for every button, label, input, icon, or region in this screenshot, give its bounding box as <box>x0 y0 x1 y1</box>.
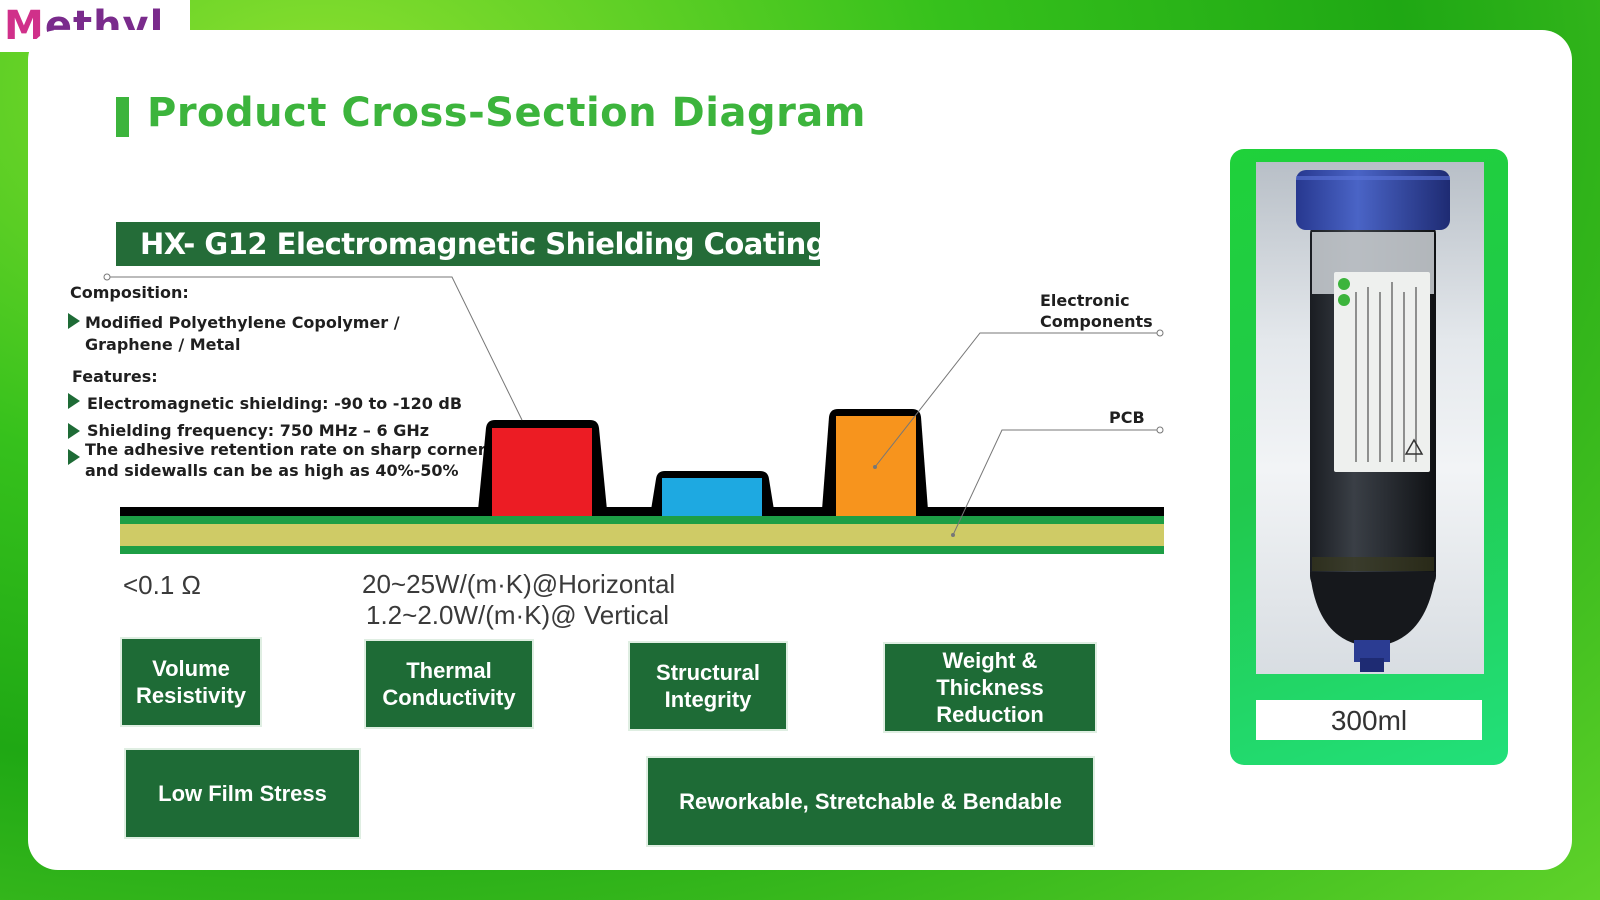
composition-heading: Composition: <box>70 283 189 302</box>
property-reworkable: Reworkable, Stretchable & Bendable <box>646 756 1095 847</box>
electronic-components-label-line-1: Electronic <box>1040 291 1130 310</box>
composition-line-2: Graphene / Metal <box>85 335 241 354</box>
bullet-triangle-icon <box>68 449 80 465</box>
thermal-value-horizontal: 20~25W/(m·K)@Horizontal <box>362 569 676 599</box>
feature-item-3-line-2: and sidewalls can be as high as 40%-50% <box>85 461 459 480</box>
feature-item-3-line-1: The adhesive retention rate on sharp cor… <box>85 440 496 459</box>
page-title: Product Cross-Section Diagram <box>147 90 866 136</box>
product-bottle-illustration <box>1296 170 1450 672</box>
feature-item-1: Electromagnetic shielding: -90 to -120 d… <box>87 394 463 413</box>
bullet-triangle-icon <box>68 423 80 439</box>
product-name-banner: HX- G12 Electromagnetic Shielding Coatin… <box>116 222 827 266</box>
bullet-triangle-icon <box>68 393 80 409</box>
thermal-value-vertical: 1.2~2.0W/(m·K)@ Vertical <box>366 600 670 630</box>
bullet-triangle-icon <box>68 313 80 329</box>
resistivity-value: <0.1 Ω <box>123 570 201 600</box>
composition-line-1: Modified Polyethylene Copolymer / <box>85 313 400 332</box>
product-photo <box>1256 162 1484 674</box>
property-low-film-stress: Low Film Stress <box>124 748 361 839</box>
pcb-label: PCB <box>1109 408 1145 427</box>
features-heading: Features: <box>72 367 158 386</box>
product-volume-label: 300ml <box>1256 700 1482 740</box>
title-accent-bar <box>116 97 129 137</box>
feature-item-2: Shielding frequency: 750 MHz – 6 GHz <box>87 421 430 440</box>
electronic-components-label-line-2: Components <box>1040 312 1153 331</box>
